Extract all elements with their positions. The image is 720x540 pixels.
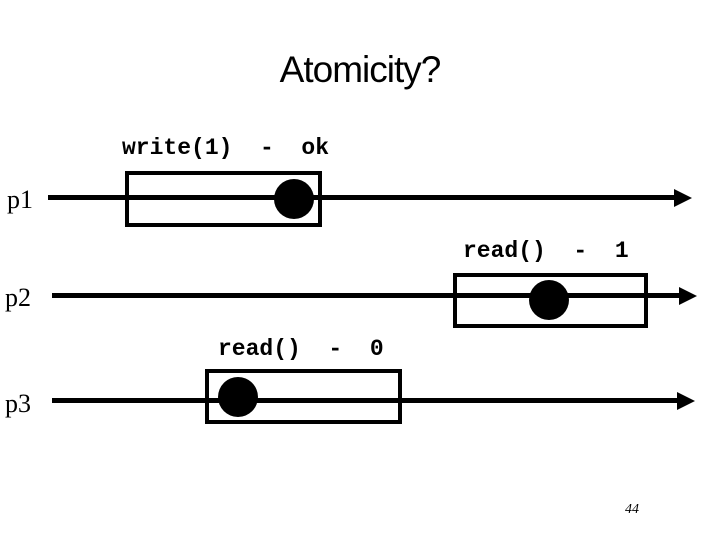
operation-box — [125, 171, 322, 227]
operation-label: write(1) - ok — [122, 135, 330, 161]
timeline-line — [48, 195, 674, 200]
arrowhead-icon — [677, 392, 695, 410]
operation-label: read() - 1 — [463, 238, 629, 264]
arrowhead-icon — [679, 287, 697, 305]
event-dot — [529, 280, 569, 320]
process-label: p3 — [5, 389, 31, 418]
arrowhead-icon — [674, 189, 692, 207]
timeline-line — [52, 293, 679, 298]
page-number: 44 — [625, 502, 639, 517]
process-label: p1 — [7, 185, 33, 214]
slide-title: Atomicity? — [279, 49, 442, 90]
event-dot — [274, 179, 314, 219]
event-dot — [218, 377, 258, 417]
process-label: p2 — [5, 283, 31, 312]
timeline-line — [52, 398, 677, 403]
operation-box — [205, 369, 402, 424]
operation-box — [453, 273, 648, 328]
operation-label: read() - 0 — [218, 336, 384, 362]
